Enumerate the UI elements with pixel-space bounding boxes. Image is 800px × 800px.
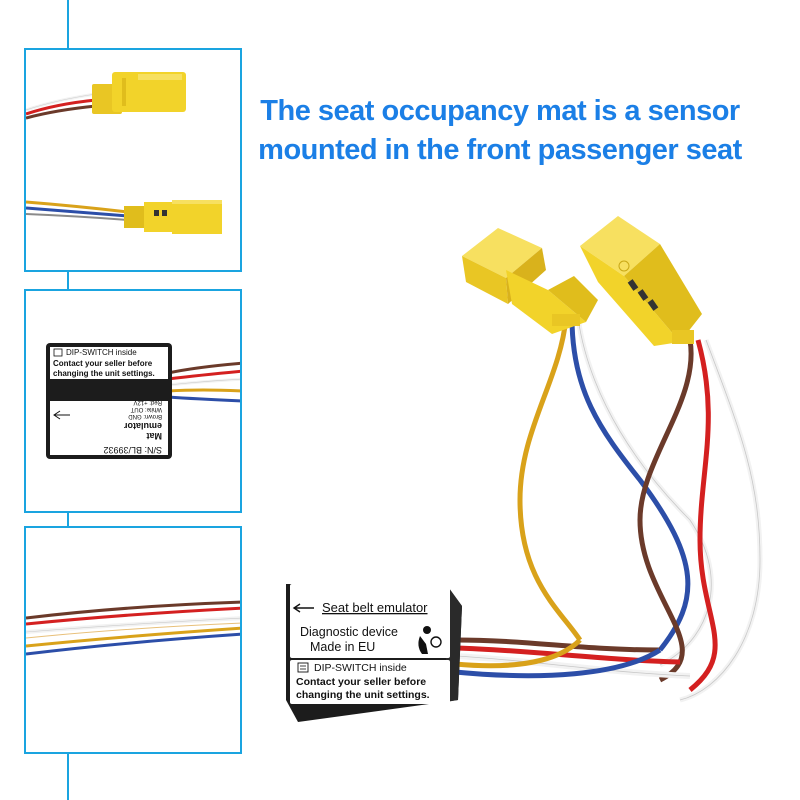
thumb-name-line1: Mat <box>146 431 162 441</box>
device-line1: Diagnostic device <box>300 625 398 639</box>
device-title: Seat belt emulator <box>322 600 428 615</box>
connectors-closeup-image <box>26 72 222 234</box>
left-connector <box>462 228 598 334</box>
right-connector <box>580 216 702 346</box>
thumb-wire3: Red: +12V <box>133 399 162 405</box>
thumb-warning-line2: changing the unit settings. <box>53 369 155 378</box>
headline-line1: The seat occupancy mat is a sensor <box>260 95 740 127</box>
headline-line2: mounted in the front passenger seat <box>258 134 742 166</box>
device-line2: Made in EU <box>310 640 375 654</box>
module-closeup-image: DIP-SWITCH inside Contact your seller be… <box>46 343 240 459</box>
arrow-left-icon <box>292 603 314 613</box>
dip-switch-icon <box>297 662 309 673</box>
accent-line-top <box>67 0 69 50</box>
device-dip-label: DIP-SWITCH inside <box>314 662 407 674</box>
thumb-warning-line1: Contact your seller before <box>53 359 153 368</box>
emulator-device: Seat belt emulator Diagnostic device Mad… <box>286 584 462 722</box>
thumb-arrow-icon <box>53 410 70 420</box>
airbag-person-icon <box>418 626 442 654</box>
thumbnail-module: DIP-SWITCH inside Contact your seller be… <box>24 289 242 513</box>
thumb-serial: S/N: BL/39932 <box>103 445 162 455</box>
device-warning-line2: changing the unit settings. <box>296 689 430 701</box>
accent-line-mid1 <box>67 270 69 290</box>
thumb-dip-label: DIP-SWITCH inside <box>66 348 137 357</box>
accent-line-mid2 <box>67 512 69 528</box>
thumb-wire2: White: OUT <box>130 406 162 412</box>
thumb-wire1: Brown: GND <box>128 413 162 419</box>
wires-closeup-image <box>26 600 240 656</box>
thumbnail-connectors <box>24 48 242 272</box>
accent-line-bottom <box>67 752 69 800</box>
device-warning-line1: Contact your seller before <box>296 676 426 688</box>
thumb-name-line2: emulator <box>123 421 162 431</box>
thumbnail-wires <box>24 526 242 754</box>
